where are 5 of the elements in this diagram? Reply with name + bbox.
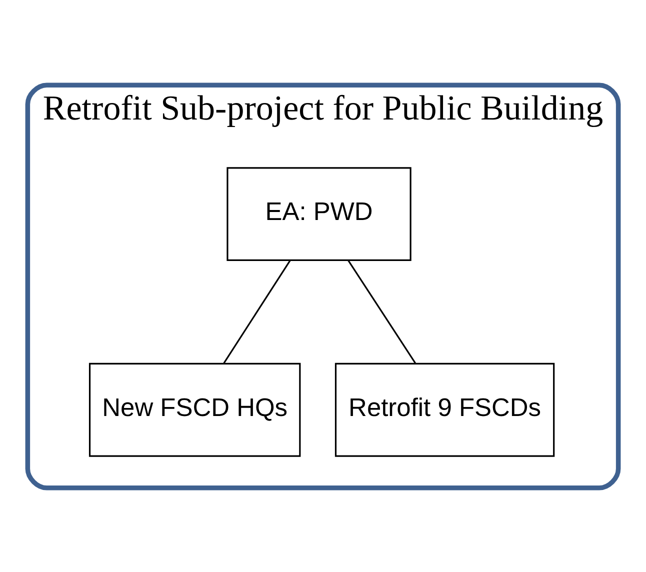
connector	[348, 259, 416, 364]
node-box: New FSCD HQs	[88, 362, 301, 456]
node-box: EA: PWD	[226, 166, 412, 261]
connector	[223, 259, 291, 364]
node-box: Retrofit 9 FSCDs	[334, 362, 555, 456]
